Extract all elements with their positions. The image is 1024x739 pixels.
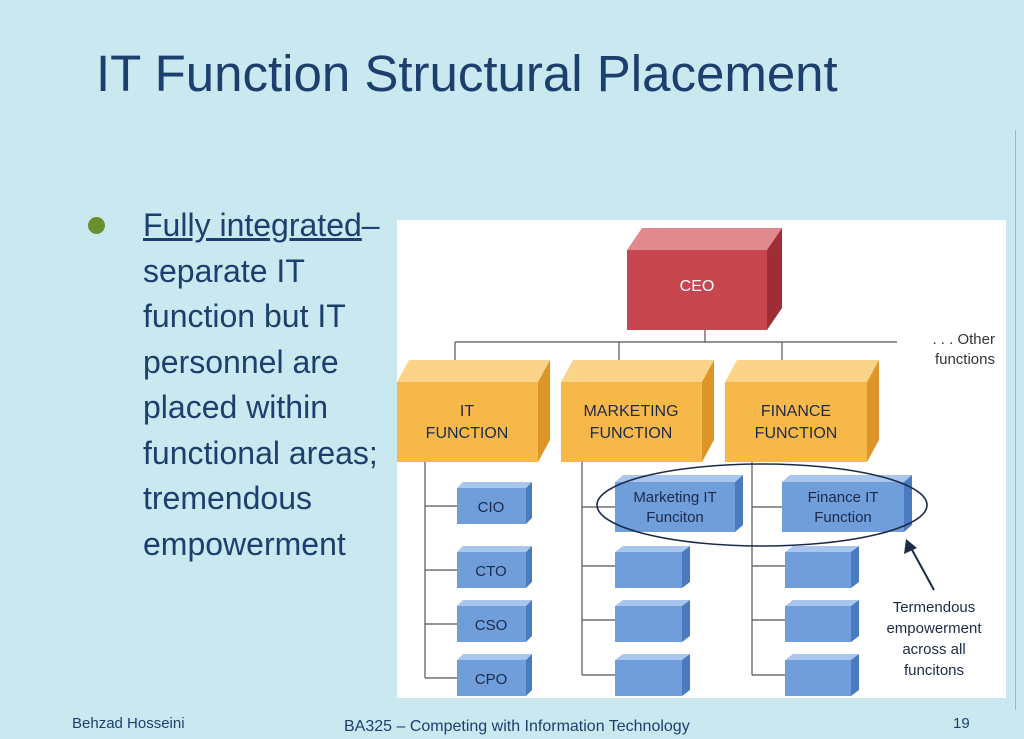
marketing-function-box: MARKETING FUNCTION bbox=[561, 360, 714, 462]
annotation-line-2: empowerment bbox=[886, 620, 982, 637]
it-function-label-2: FUNCTION bbox=[426, 425, 509, 442]
empowerment-ellipse bbox=[596, 463, 928, 547]
cto-box: CTO bbox=[457, 546, 532, 588]
cpo-label: CPO bbox=[475, 671, 508, 688]
bullet-description: – separate IT function but IT personnel … bbox=[143, 207, 380, 562]
slide-title: IT Function Structural Placement bbox=[96, 45, 838, 102]
bullet-dot bbox=[88, 217, 105, 234]
org-chart-figure: CEO IT FUNCTION MARKETING FUNCTION FINAN… bbox=[397, 220, 1006, 698]
marketing-sub-box-2 bbox=[615, 546, 690, 588]
finance-sub-box-4 bbox=[785, 654, 859, 696]
finance-function-box: FINANCE FUNCTION bbox=[725, 360, 879, 462]
marketing-sub-box-4 bbox=[615, 654, 690, 696]
finance-sub-box-2 bbox=[785, 546, 859, 588]
marketing-sub-box-3 bbox=[615, 600, 690, 642]
finance-function-label-2: FUNCTION bbox=[755, 425, 838, 442]
bullet-text: Fully integrated– separate IT function b… bbox=[143, 203, 393, 567]
slide-right-border bbox=[1015, 130, 1016, 710]
finance-sub-box-3 bbox=[785, 600, 859, 642]
footer-page-number: 19 bbox=[953, 715, 970, 732]
marketing-function-label-2: FUNCTION bbox=[590, 425, 673, 442]
org-chart-diagram: CEO IT FUNCTION MARKETING FUNCTION FINAN… bbox=[397, 228, 995, 696]
marketing-it-box: Marketing IT Funciton bbox=[615, 475, 743, 532]
it-function-label-1: IT bbox=[460, 403, 474, 420]
cio-box: CIO bbox=[457, 482, 532, 524]
footer-course: BA325 – Competing with Information Techn… bbox=[344, 718, 690, 735]
annotation-line-3: across all bbox=[902, 641, 965, 658]
it-function-box: IT FUNCTION bbox=[397, 360, 550, 462]
finance-it-box: Finance IT Function bbox=[782, 475, 912, 532]
other-functions-label-2: functions bbox=[935, 351, 995, 368]
annotation-line-1: Termendous bbox=[893, 599, 976, 616]
cso-box: CSO bbox=[457, 600, 532, 642]
connector-lines bbox=[424, 330, 897, 679]
other-functions-label-1: . . . Other bbox=[932, 331, 995, 348]
cso-label: CSO bbox=[475, 617, 508, 634]
ceo-box: CEO bbox=[627, 228, 782, 330]
cio-label: CIO bbox=[478, 499, 505, 516]
marketing-it-label-2: Funciton bbox=[646, 509, 704, 526]
finance-it-label-2: Function bbox=[814, 509, 872, 526]
marketing-it-label-1: Marketing IT bbox=[633, 489, 716, 506]
marketing-function-label-1: MARKETING bbox=[583, 403, 678, 420]
cto-label: CTO bbox=[475, 563, 506, 580]
annotation-arrow bbox=[904, 539, 935, 591]
footer-author: Behzad Hosseini bbox=[72, 715, 185, 732]
cpo-box: CPO bbox=[457, 654, 532, 696]
finance-it-label-1: Finance IT bbox=[808, 489, 879, 506]
bullet-term: Fully integrated bbox=[143, 207, 362, 243]
finance-function-label-1: FINANCE bbox=[761, 403, 831, 420]
ceo-label: CEO bbox=[680, 278, 715, 295]
annotation-line-4: funcitons bbox=[904, 662, 964, 679]
